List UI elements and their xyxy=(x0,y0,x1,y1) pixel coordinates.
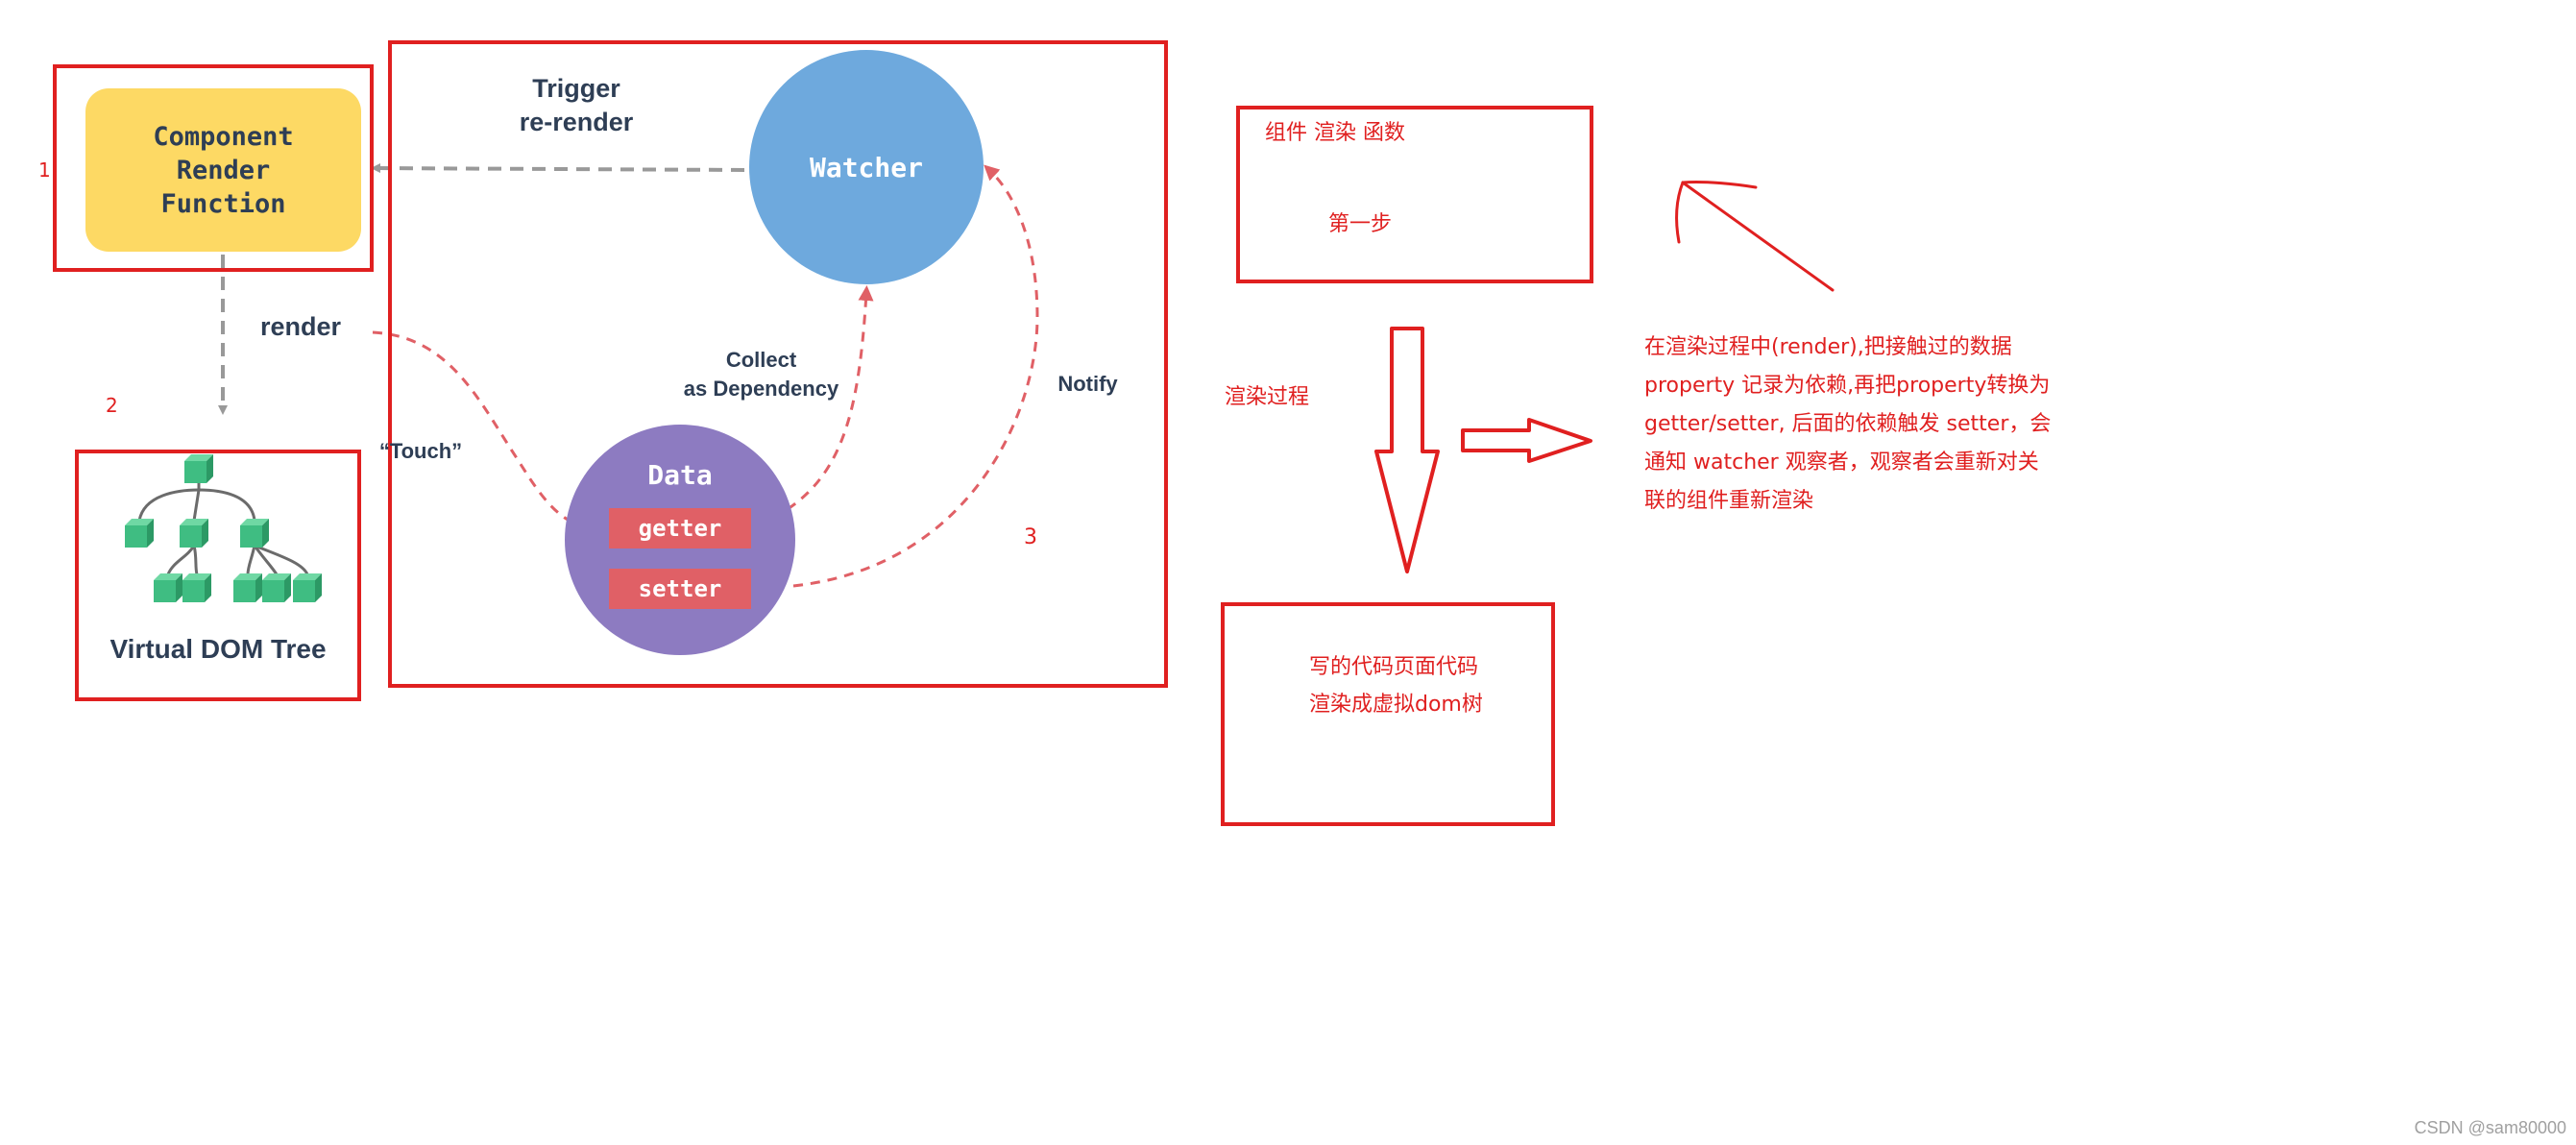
explanation-note: 在渲染过程中(render),把接触过的数据 property 记录为依赖,再把… xyxy=(1644,329,2096,521)
component-render-function-node: Component Render Function xyxy=(85,88,361,252)
down-process-arrow xyxy=(1374,327,1440,573)
explanation-line: 通知 watcher 观察者，观察者会重新对关 xyxy=(1644,451,2039,475)
data-node-label: Data xyxy=(647,459,713,491)
trigger-rerender-arrow xyxy=(371,163,745,174)
explanation-line: property 记录为依赖,再把property转换为 xyxy=(1644,374,2051,398)
vdom-note-frame xyxy=(1221,602,1555,826)
vdom-node-cube xyxy=(293,573,322,602)
step-one-note-frame xyxy=(1236,106,1593,283)
vdom-node-cube xyxy=(154,573,182,602)
watcher-node: Watcher xyxy=(749,50,984,284)
trigger-rerender-label: Trigger re-render xyxy=(519,74,634,136)
notify-arrow xyxy=(792,164,1039,588)
written-code-note-line1: 写的代码页面代码 xyxy=(1309,655,1479,679)
render-function-frame xyxy=(53,64,374,272)
right-explain-arrow xyxy=(1461,418,1592,463)
touch-label: “Touch” xyxy=(378,439,463,463)
notify-label: Notify xyxy=(1057,372,1118,396)
explanation-line: getter/setter, 后面的依赖触发 setter，会 xyxy=(1644,412,2052,436)
touch-arrow xyxy=(372,330,603,536)
explanation-line: 在渲染过程中(render),把接触过的数据 xyxy=(1644,335,2012,359)
reactivity-frame xyxy=(388,40,1168,688)
vdom-node-cube xyxy=(125,519,154,548)
vdom-node-cube xyxy=(240,519,269,548)
render-process-note: 渲染过程 xyxy=(1225,385,1310,409)
watermark: CSDN @sam80000 xyxy=(2414,1118,2566,1137)
render-label: render xyxy=(259,312,342,341)
first-step-note: 第一步 xyxy=(1328,212,1393,236)
step-number-2: 2 xyxy=(106,394,118,417)
collect-dependency-arrow xyxy=(787,285,874,511)
vdom-tree-label: Virtual DOM Tree xyxy=(109,634,327,664)
vdom-node-cube xyxy=(180,519,208,548)
vdom-node-cube xyxy=(184,454,213,483)
render-function-note: 组件 渲染 函数 xyxy=(1265,121,1405,145)
hand-drawn-arrow xyxy=(1675,180,1835,292)
collect-dependency-label: Collect as Dependency xyxy=(683,348,839,401)
vdom-node-cube xyxy=(182,573,211,602)
vdom-node-cube xyxy=(262,573,291,602)
written-code-note-line2: 渲染成虚拟dom树 xyxy=(1309,693,1483,717)
setter-pill: setter xyxy=(609,569,751,609)
explanation-line: 联的组件重新渲染 xyxy=(1644,489,1814,513)
step-number-3: 3 xyxy=(1024,525,1037,549)
virtual-dom-tree-icon xyxy=(125,454,322,602)
step-number-1: 1 xyxy=(38,158,51,182)
getter-pill: getter xyxy=(609,508,751,548)
vdom-tree-frame xyxy=(75,450,361,701)
vdom-node-cube xyxy=(233,573,262,602)
